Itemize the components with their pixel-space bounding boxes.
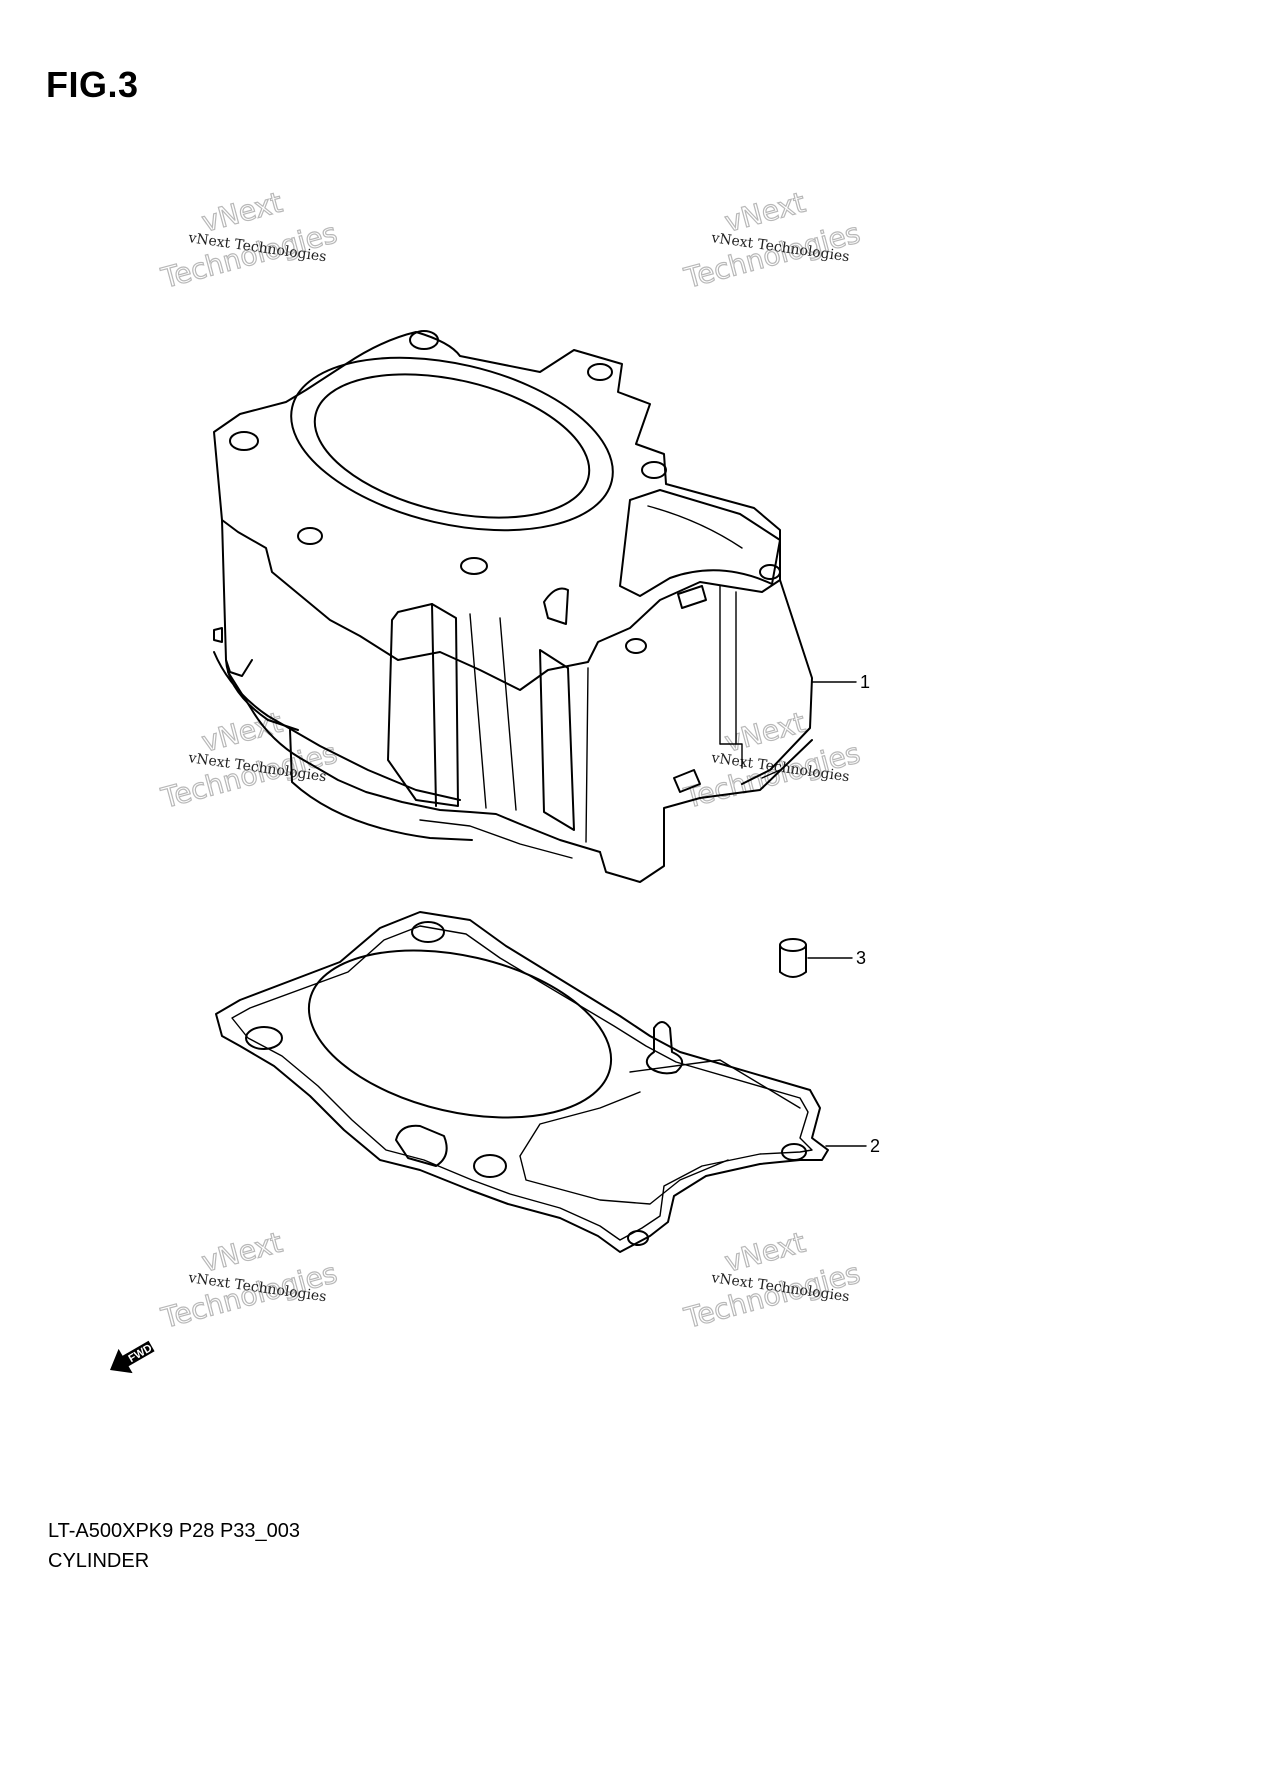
fwd-arrow-icon: FWD (110, 1340, 155, 1374)
watermark-top-right: vNext Technologies vNext Technologies (680, 185, 864, 296)
svg-text:vNext: vNext (721, 1226, 809, 1279)
svg-text:vNext: vNext (721, 186, 809, 239)
dowel-pin-part (779, 938, 807, 978)
svg-text:3: 3 (856, 948, 866, 968)
watermark-mid-right: vNext Technologies vNext Technologies (680, 705, 864, 816)
watermark-bottom-right: vNext Technologies vNext Technologies (680, 1225, 864, 1336)
callout-2: 2 (825, 1136, 880, 1156)
svg-text:2: 2 (870, 1136, 880, 1156)
svg-text:vNext: vNext (198, 186, 286, 239)
gasket-part (215, 911, 829, 1253)
watermark-top-left: vNext Technologies vNext Technologies (157, 185, 341, 296)
figure-name: CYLINDER (48, 1550, 150, 1572)
callout-1: 1 (811, 672, 870, 692)
svg-text:vNext: vNext (721, 706, 809, 759)
figure-title: FIG.3 (46, 64, 139, 105)
svg-text:vNext: vNext (198, 1226, 286, 1279)
figure-code: LT-A500XPK9 P28 P33_003 (48, 1520, 301, 1542)
watermark-bottom-left: vNext Technologies vNext Technologies (157, 1225, 341, 1336)
svg-text:FWD: FWD (127, 1342, 155, 1365)
svg-text:vNext: vNext (198, 706, 286, 759)
cylinder-part (213, 330, 813, 883)
svg-text:1: 1 (860, 672, 870, 692)
callout-3: 3 (807, 948, 866, 968)
